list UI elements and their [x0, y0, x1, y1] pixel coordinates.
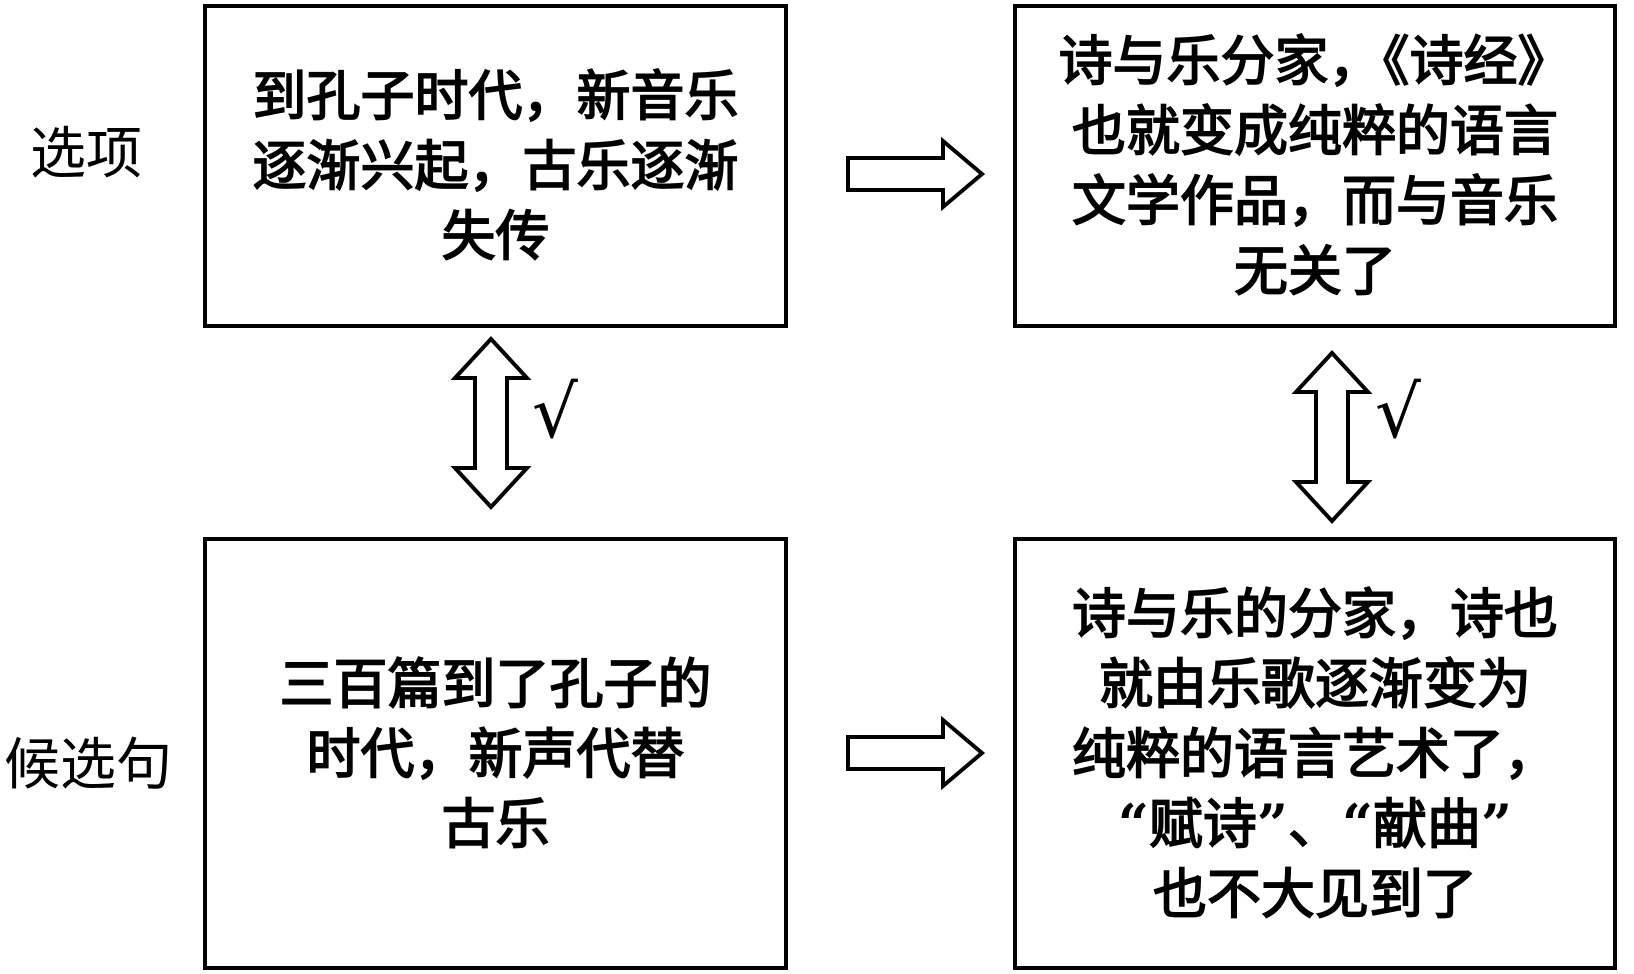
check-mark-right: √ [1375, 370, 1421, 454]
right-arrow-top [846, 136, 986, 212]
option-box-left-text: 到孔子时代，新音乐 逐渐兴起，古乐逐渐 失传 [253, 61, 739, 271]
candidate-box-left: 三百篇到了孔子的 时代，新声代替 古乐 [203, 537, 788, 970]
double-arrow-right-shape [1291, 350, 1373, 524]
option-box-left: 到孔子时代，新音乐 逐渐兴起，古乐逐渐 失传 [203, 4, 788, 328]
candidate-box-right-text: 诗与乐的分家，诗也 就由乐歌逐渐变为 纯粹的语言艺术了， “赋诗”、“献曲” 也… [1072, 579, 1558, 929]
right-arrow-top-shape [846, 136, 986, 212]
option-box-right: 诗与乐分家，《诗经》 也就变成纯粹的语言 文学作品，而与音乐 无关了 [1013, 4, 1617, 328]
text-line: 失传 [441, 204, 550, 268]
text-line: 逐渐兴起，古乐逐渐 [252, 134, 739, 198]
candidate-box-right: 诗与乐的分家，诗也 就由乐歌逐渐变为 纯粹的语言艺术了， “赋诗”、“献曲” 也… [1013, 537, 1617, 970]
double-arrow-left [450, 336, 532, 510]
double-arrow-right [1291, 350, 1373, 524]
row-label-options: 选项 [30, 122, 142, 187]
option-box-right-text: 诗与乐分家，《诗经》 也就变成纯粹的语言 文学作品，而与音乐 无关了 [1059, 26, 1572, 306]
double-arrow-left-shape [450, 336, 532, 510]
candidate-box-left-text: 三百篇到了孔子的 时代，新声代替 古乐 [280, 649, 712, 859]
text-line: 诗与乐分家，《诗经》 [1058, 29, 1572, 93]
text-line: 古乐 [441, 791, 550, 856]
text-line: 时代，新声代替 [306, 721, 685, 786]
right-arrow-bottom [846, 715, 986, 791]
text-line: “赋诗”、“献曲” [1117, 791, 1513, 856]
right-arrow-bottom-shape [846, 715, 986, 791]
text-line: 到孔子时代，新音乐 [252, 64, 739, 128]
text-line: 纯粹的语言艺术了， [1072, 721, 1558, 786]
text-line: 无关了 [1234, 239, 1396, 303]
text-line: 就由乐歌逐渐变为 [1099, 651, 1531, 716]
text-line: 也就变成纯粹的语言 [1072, 99, 1558, 163]
text-line: 诗与乐的分家，诗也 [1072, 581, 1558, 646]
text-line: 文学作品，而与音乐 [1072, 169, 1558, 233]
check-mark-left: √ [532, 370, 578, 454]
row-label-candidate-sentence: 候选句 [4, 733, 172, 798]
text-line: 三百篇到了孔子的 [279, 651, 712, 716]
text-line: 也不大见到了 [1153, 861, 1477, 926]
